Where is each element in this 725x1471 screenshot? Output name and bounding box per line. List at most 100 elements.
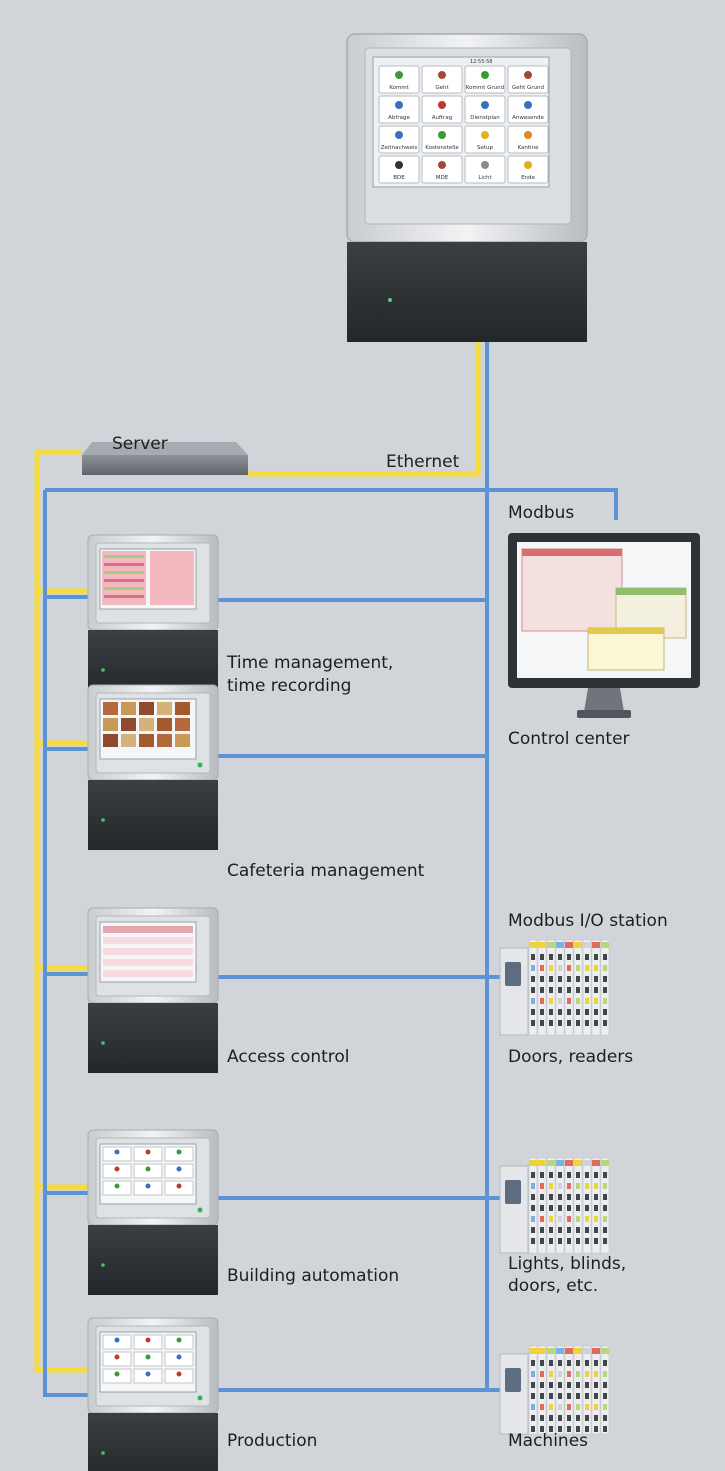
io-module <box>537 1345 547 1435</box>
ethernet-line-server-left <box>34 449 88 1373</box>
screen-button-label: Dienstplan <box>470 115 500 121</box>
screen-clock: 12:55:58 <box>470 59 492 65</box>
modbus-label: Modbus <box>508 503 574 523</box>
io-station-2 <box>499 1157 610 1254</box>
status-led-icon <box>197 1395 203 1401</box>
button-icon <box>524 101 532 109</box>
modbus-line-top <box>45 488 618 520</box>
server-top <box>82 442 248 455</box>
screen-button-label: Kostenstelle <box>425 145 459 151</box>
terminal-3: Access control <box>87 907 350 1073</box>
screen-button-label: Setup <box>477 145 494 151</box>
network-port-icon <box>505 1368 521 1392</box>
screen-button-label: Kantine <box>518 145 540 151</box>
io-module <box>564 1345 574 1435</box>
screen-button[interactable]: Setup <box>464 125 506 154</box>
button-icon <box>438 71 446 79</box>
screen-button[interactable]: Kommt <box>378 65 420 94</box>
screen-button-label: Abfrage <box>388 115 410 121</box>
screen-button-label: Kommt <box>389 85 409 91</box>
io-coupler <box>499 947 529 1036</box>
terminal-1: Time management, time recording <box>87 534 393 700</box>
screen-button-label: Ende <box>521 175 535 181</box>
io-coupler <box>499 1353 529 1435</box>
screen-button[interactable]: Auftrag <box>421 95 463 124</box>
screen-button[interactable]: Geht <box>421 65 463 94</box>
button-icon <box>481 101 489 109</box>
button-icon <box>395 101 403 109</box>
screen-button-label: Auftrag <box>432 115 452 121</box>
monitor-stand <box>577 710 631 718</box>
status-led-icon <box>197 1207 203 1213</box>
doors-readers-label: Doors, readers <box>508 1047 633 1067</box>
network-port-icon <box>505 962 521 986</box>
screen-button[interactable]: Abfrage <box>378 95 420 124</box>
button-icon <box>395 131 403 139</box>
io-module <box>573 1345 583 1435</box>
io-module <box>528 1345 538 1435</box>
terminal-label-line2: time recording <box>227 676 351 696</box>
screen-button[interactable]: Kostenstelle <box>421 125 463 154</box>
ethernet-label: Ethernet <box>386 452 460 472</box>
screen-button[interactable]: Licht <box>464 155 506 184</box>
screen-button[interactable]: MDE <box>421 155 463 184</box>
main-terminal-base <box>347 242 587 342</box>
terminal-label: Cafeteria management <box>227 861 425 881</box>
button-icon <box>524 161 532 169</box>
button-icon <box>438 101 446 109</box>
button-icon <box>395 161 403 169</box>
io-module <box>546 1345 556 1435</box>
screen-button[interactable]: Kantine <box>507 125 549 154</box>
terminal-base <box>88 1003 218 1073</box>
lights-label-line1: Lights, blinds, <box>508 1254 626 1274</box>
terminal-2: Cafeteria management <box>87 684 425 881</box>
screen-button-label: Geht <box>435 85 449 91</box>
control-center-monitor: Control center <box>508 533 700 749</box>
modbus-network <box>43 318 618 1397</box>
terminal-5: Production <box>87 1317 317 1471</box>
screen-button[interactable]: Anwesende <box>507 95 549 124</box>
button-icon <box>481 161 489 169</box>
screen-button-label: Kommt Grund <box>466 85 504 91</box>
status-led-icon <box>197 762 203 768</box>
io-module <box>600 1345 610 1435</box>
terminal-label: Building automation <box>227 1266 399 1286</box>
io-module <box>591 1345 601 1435</box>
terminal-label: Time management, <box>226 653 393 673</box>
io-station-list <box>499 939 610 1435</box>
server: Server <box>82 434 248 475</box>
io-station-1 <box>499 939 610 1036</box>
button-icon <box>438 131 446 139</box>
screen-button-label: Anwesende <box>512 115 544 121</box>
io-station-label: Modbus I/O station <box>508 911 668 931</box>
io-module <box>582 1345 592 1435</box>
screen-button[interactable]: Geht Grund <box>507 65 549 94</box>
button-icon <box>481 131 489 139</box>
control-center-label: Control center <box>508 729 630 749</box>
button-icon <box>438 161 446 169</box>
io-module <box>555 1345 565 1435</box>
terminal-base <box>88 780 218 850</box>
screen-button[interactable]: Kommt Grund <box>464 65 506 94</box>
screen-button[interactable]: Dienstplan <box>464 95 506 124</box>
screen-button[interactable]: Zeitnachweis <box>378 125 420 154</box>
modbus-line-left <box>43 490 88 1397</box>
screen-button[interactable]: BDE <box>378 155 420 184</box>
io-station-3 <box>499 1345 610 1435</box>
terminal-base <box>88 1225 218 1295</box>
terminal-base <box>88 1413 218 1471</box>
terminal-label: Access control <box>227 1047 350 1067</box>
button-icon <box>524 131 532 139</box>
button-icon <box>524 71 532 79</box>
screen-button-label: BDE <box>393 175 405 181</box>
button-icon <box>481 71 489 79</box>
terminal-label: Production <box>227 1431 317 1451</box>
screen-button[interactable]: Ende <box>507 155 549 184</box>
screen-button-label: Licht <box>478 175 492 181</box>
screen-button-label: Geht Grund <box>512 85 544 91</box>
server-label: Server <box>112 434 168 454</box>
screen-button-label: MDE <box>436 175 449 181</box>
